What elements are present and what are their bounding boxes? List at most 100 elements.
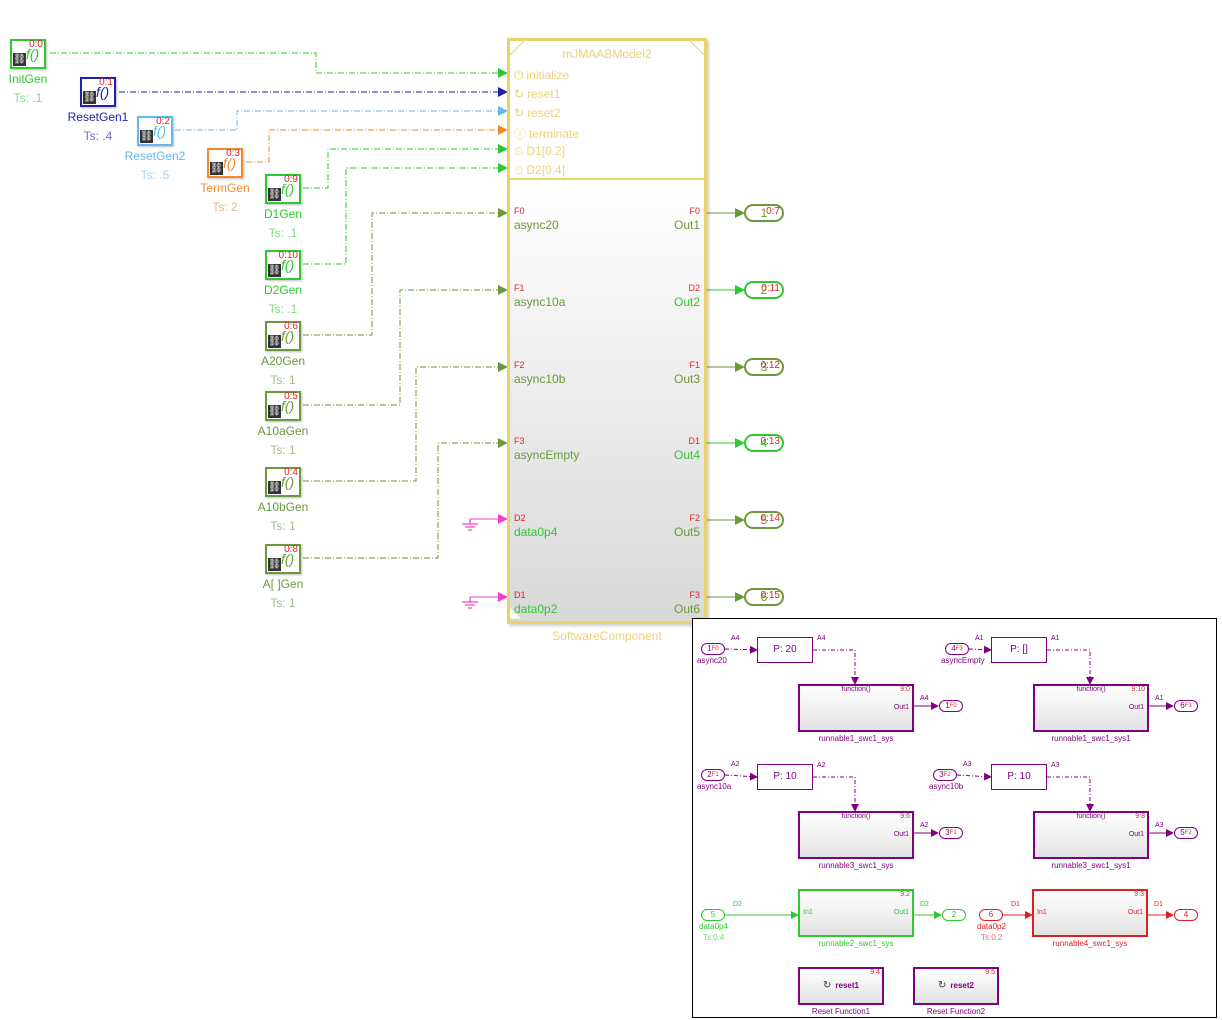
port-number: 2 <box>951 910 957 919</box>
wire-async10b <box>303 362 508 482</box>
generator-block-a10bgen[interactable]: ⛓f()0:4 <box>265 467 301 497</box>
inport-async20[interactable]: 1F0 <box>701 643 725 655</box>
input-port-async10b[interactable]: async10b <box>514 372 566 386</box>
port-tag: F1 <box>711 772 719 778</box>
sample-time-label: Ts: 1 <box>270 443 296 457</box>
signal-label: A1 <box>1155 695 1164 702</box>
period-block[interactable]: P: [] <box>991 637 1047 663</box>
output-port-tag: D1 <box>688 436 700 446</box>
generator-block-a20gen[interactable]: ⛓f()0:6 <box>265 321 301 351</box>
ground-icon <box>462 519 478 531</box>
inport-async10b[interactable]: 3F2 <box>933 769 957 781</box>
generator-block-a10agen[interactable]: ⛓f()0:5 <box>265 391 301 421</box>
inport-async10a[interactable]: 2F1 <box>701 769 725 781</box>
execution-order-index: 0:7 <box>766 206 780 217</box>
outport-3[interactable]: 3F1 <box>939 827 963 839</box>
output-port-tag: F0 <box>689 206 700 216</box>
inport-data0p2[interactable]: 6 <box>979 909 1003 921</box>
generator-block-d2gen[interactable]: ⛓f()0:10 <box>265 250 301 280</box>
block-sid: 9:10 <box>1131 686 1145 693</box>
generator-block-initgen[interactable]: ⛓f()0:0 <box>10 39 46 69</box>
period-block[interactable]: P: 10 <box>991 764 1047 790</box>
wire-to-period <box>968 645 992 654</box>
function-port-initialize[interactable]: ⏻initialize <box>514 68 569 83</box>
library-link-icon: ⛓ <box>268 558 281 571</box>
generator-block-aemptygen[interactable]: ⛓f()0:8 <box>265 544 301 574</box>
wire-terminate <box>246 125 508 163</box>
function-call-icon: f() <box>281 328 295 344</box>
generator-block-d1gen[interactable]: ⛓f()0:9 <box>265 174 301 204</box>
port-tag: F1 <box>949 830 957 836</box>
outport-5[interactable]: 5F2 <box>1174 827 1198 839</box>
reset-subsystem-reset1[interactable]: 9:4↻reset1 <box>798 967 884 1005</box>
output-port-tag: F3 <box>689 590 700 600</box>
execution-order-index: 0:13 <box>760 436 780 447</box>
function-call-icon: f() <box>281 398 295 414</box>
inport-asyncEmpty[interactable]: 4F3 <box>945 643 969 655</box>
wire-initialize <box>50 52 508 78</box>
generator-block-termgen[interactable]: ⛓f()0:3 <box>207 148 243 178</box>
output-port-out5[interactable]: Out5 <box>673 525 700 539</box>
function-port-d102[interactable]: ⏲D1[0.2] <box>514 144 565 159</box>
period-block[interactable]: P: 10 <box>757 764 813 790</box>
wire-async20 <box>303 208 508 336</box>
reset-label: reset1 <box>835 981 859 990</box>
outport-4[interactable]: 4 <box>1174 909 1198 921</box>
function-port-d204[interactable]: ⏲D2[0.4] <box>514 163 565 178</box>
subsystem-out-port: Out1 <box>893 831 909 838</box>
input-port-data0p2[interactable]: data0p2 <box>514 602 558 616</box>
reset-subsystem-reset2[interactable]: 9:5↻reset2 <box>913 967 999 1005</box>
output-port-out2[interactable]: Out2 <box>673 295 700 309</box>
output-port-out4[interactable]: Out4 <box>673 448 700 462</box>
sample-time-label: Ts:0.2 <box>981 933 1003 942</box>
inport-data0p4[interactable]: 5 <box>701 909 725 921</box>
sample-time-label: Ts: 1 <box>270 373 296 387</box>
function-port-label: D1[0.2] <box>526 144 566 158</box>
output-port-out3[interactable]: Out3 <box>673 372 700 386</box>
outport-6[interactable]: 6F3 <box>1174 700 1198 712</box>
input-port-async20[interactable]: async20 <box>514 218 559 232</box>
outport-2[interactable]: 2 <box>942 909 966 921</box>
input-port-data0p4[interactable]: data0p4 <box>514 525 558 539</box>
wire-d2 <box>303 163 508 265</box>
inport-label: async10b <box>929 782 964 791</box>
input-port-async10a[interactable]: async10a <box>514 295 566 309</box>
generator-block-resetgen1[interactable]: ⛓f()0:1 <box>80 77 116 107</box>
block-caption: SoftwareComponent <box>552 629 662 643</box>
reset-icon: ↻ <box>514 106 525 120</box>
function-port-reset2[interactable]: ↻reset2 <box>514 106 560 120</box>
signal-label: A2 <box>920 822 929 829</box>
input-port-asyncEmpty[interactable]: asyncEmpty <box>514 448 580 462</box>
outport-1[interactable]: 1F0 <box>939 700 963 712</box>
generator-block-resetgen2[interactable]: ⛓f()0:2 <box>137 116 173 146</box>
execution-order-index: 0:3 <box>226 148 240 159</box>
signal-label: A3 <box>1051 762 1060 769</box>
function-port-reset1[interactable]: ↻reset1 <box>514 87 560 101</box>
port-tag: F2 <box>1184 830 1192 836</box>
input-port-tag: F0 <box>514 206 525 216</box>
generator-label: ResetGen2 <box>124 149 186 163</box>
inport-label: data0p4 <box>699 922 728 931</box>
output-port-out6[interactable]: Out6 <box>673 602 700 616</box>
corner-marker-icon <box>689 41 704 56</box>
wire-async10a <box>303 285 508 406</box>
period-block[interactable]: P: 20 <box>757 637 813 663</box>
signal-label: D2 <box>733 901 742 908</box>
output-port-out1[interactable]: Out1 <box>673 218 700 232</box>
reset-icon: ↻ <box>514 87 525 101</box>
